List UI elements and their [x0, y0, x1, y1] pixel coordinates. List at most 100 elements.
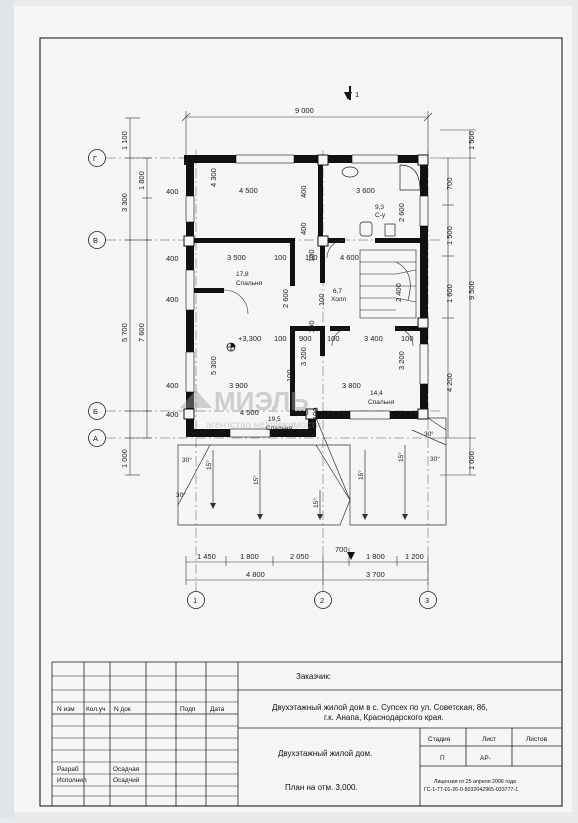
- roof-slope-arrows: [212, 445, 406, 516]
- roof-slope-2: 15°: [252, 475, 260, 485]
- dim-vert-14: 100: [285, 369, 294, 382]
- dim-second-row-3: 100: [305, 253, 318, 262]
- staircase: [359, 249, 417, 319]
- dim-vert-6: 2 600: [397, 203, 406, 222]
- structural-columns: [183, 154, 429, 420]
- col-header-kol-uch: Кол.уч: [86, 706, 106, 713]
- right-outer-dim-1: 1 500: [467, 131, 476, 150]
- roof-angle-4: 30°: [430, 455, 440, 463]
- left-wall-dim-4: 400: [166, 381, 179, 390]
- binding-strip: [0, 0, 14, 818]
- sheets-header: Листов: [526, 736, 548, 743]
- dim-fifth-row-2: 100: [296, 408, 309, 417]
- dim-third-row-5: 100: [401, 334, 414, 343]
- dim-third-row-1: 100: [274, 334, 287, 343]
- left-outer-dim-2: 3 300: [120, 193, 129, 212]
- axis-col-3: 3: [425, 596, 429, 605]
- dim-third-row-4: 3 400: [364, 334, 383, 343]
- col-header-data: Дата: [210, 706, 225, 713]
- license-line1: Лицензия от 25 апреля 2006 года: [434, 779, 516, 785]
- axis-row-v: В: [93, 236, 98, 245]
- axis-row-a: А: [93, 434, 98, 443]
- bottom-chain-4: 700: [335, 545, 348, 554]
- bottom-chain-5: 1 800: [366, 552, 385, 561]
- object-name: Двухэтажный жилой дом.: [278, 749, 372, 758]
- axis-col-2: 2: [320, 596, 324, 605]
- dim-fourth-row-2: 3 800: [342, 381, 361, 390]
- dim-vert-7: 400: [299, 185, 308, 198]
- col-axis-bubbles: [187, 591, 437, 609]
- bottom-chain-1: 1 450: [197, 552, 216, 561]
- roof-slope-5: 15°: [397, 452, 405, 462]
- left-wall-dim-2: 400: [166, 254, 179, 263]
- project-title-line1: Двухэтажный жилой дом в с. Супсех по ул.…: [272, 703, 488, 712]
- bottom-chain-2: 1 800: [240, 552, 259, 561]
- signature-role-2: Исполнил: [57, 777, 87, 784]
- dim-second-row-4: 4 600: [340, 253, 359, 262]
- stage-value: П: [440, 755, 445, 762]
- level-mark-symbol: [226, 342, 236, 352]
- dim-vert-9: 100: [307, 249, 316, 262]
- watermark-logo-icon: [180, 390, 212, 408]
- left-wall-dim-1: 400: [166, 187, 179, 196]
- room-2-name: Холл: [331, 296, 347, 303]
- right-inner-dim-2: 1 500: [445, 226, 454, 245]
- room-5-name: Спальня: [266, 425, 293, 432]
- level-mark: +3,300: [238, 334, 261, 343]
- roof-angle-3: 30°: [424, 430, 434, 438]
- axis-row-b: Б: [93, 407, 98, 416]
- roof-angle-1: 30°: [182, 456, 192, 464]
- bottom-dimension-lines: [185, 548, 429, 585]
- section-mark-label: 1: [355, 90, 359, 99]
- left-wall-dim-5: 400: [166, 410, 179, 419]
- dim-third-row-2: 900: [299, 334, 312, 343]
- room-4-area: 14,4: [370, 390, 383, 397]
- col-header-n-izm: N изм: [57, 706, 75, 713]
- signature-name-1: Осадчая: [113, 766, 140, 773]
- dim-vert-11: 2 400: [394, 283, 403, 302]
- left-outer-dim-3: 5 700: [120, 323, 129, 342]
- dim-second-row-2: 100: [274, 253, 287, 262]
- right-outer-dim-3: 1 000: [467, 451, 476, 470]
- windows: [185, 154, 429, 438]
- col-header-n-dok: N док: [114, 706, 131, 713]
- dim-vert-13: 100: [317, 293, 326, 306]
- dim-vert-3: 2 600: [281, 289, 290, 308]
- door-swings: [223, 239, 414, 347]
- axis-col-1: 1: [193, 596, 197, 605]
- interior-walls: [194, 163, 420, 416]
- row-axis-bubbles: [88, 149, 106, 447]
- dim-top-row-1: 4 500: [239, 186, 258, 195]
- dim-vert-5: 3 200: [397, 351, 406, 370]
- bottom-overall-2: 3 700: [366, 570, 385, 579]
- dim-third-row-3: 100: [327, 334, 340, 343]
- sheet-value: АР-: [480, 755, 491, 762]
- watermark: МИЭЛЬ агентство недвижимости: [180, 386, 321, 431]
- left-wall-dim-3: 400: [166, 295, 179, 304]
- bathroom-fixtures: [341, 164, 421, 237]
- right-inner-dim-1: 700: [445, 177, 454, 190]
- room-3-area: 9,3: [375, 204, 384, 211]
- left-mid-dim-2: 7 600: [137, 323, 146, 342]
- left-mid-dim-1: 1 800: [137, 171, 146, 190]
- roof-arrowheads: [210, 503, 408, 520]
- signature-role-1: Разраб: [57, 765, 79, 773]
- left-outer-dim-4: 1 000: [120, 449, 129, 468]
- signature-name-2: Осадчий: [113, 776, 140, 784]
- customer-label: Заказчик:: [296, 672, 331, 681]
- bottom-chain-3: 2 050: [290, 552, 309, 561]
- bottom-chain-6: 1 200: [405, 552, 424, 561]
- watermark-tagline: агентство недвижимости: [206, 420, 321, 431]
- project-title-line2: г.к. Анапа, Краснодарского края.: [324, 713, 444, 722]
- roof-slope-3: 15°: [312, 498, 320, 508]
- section-mark: 1: [344, 86, 359, 100]
- dim-vert-2: 5 300: [209, 356, 218, 375]
- top-overall-dim: 9 000: [295, 106, 314, 115]
- dim-second-row-1: 3 500: [227, 253, 246, 262]
- sheet-name: План на отм. 3,000.: [285, 783, 358, 792]
- dim-vert-10: 100: [307, 320, 316, 333]
- title-block-grid: [51, 661, 563, 807]
- room-2-area: 6,7: [333, 288, 342, 295]
- left-outer-dim-1: 1 100: [120, 131, 129, 150]
